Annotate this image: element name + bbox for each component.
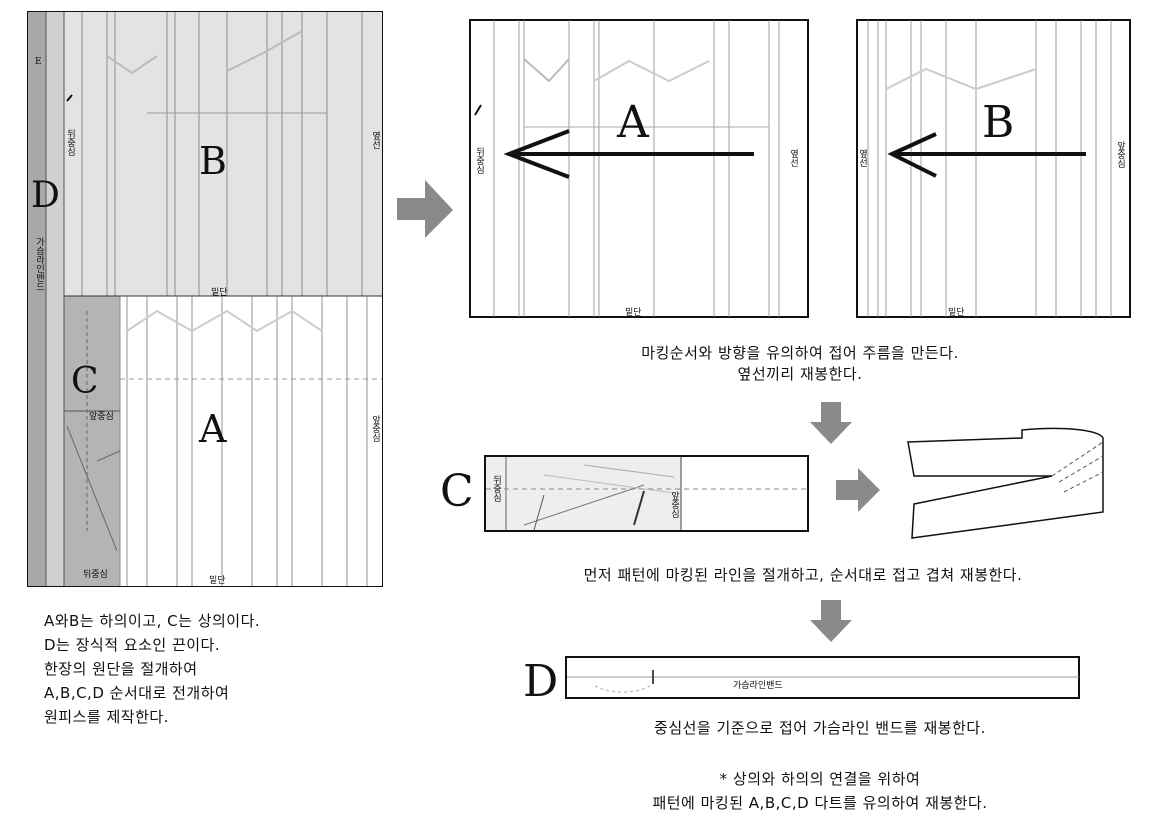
panel-a-left-label: 뒤중심 bbox=[474, 147, 484, 174]
arrow-right-small-icon bbox=[836, 468, 880, 512]
main-bust-band-label: 가슴라인밴드 bbox=[34, 237, 44, 291]
caption-step2: 먼저 패턴에 마킹된 라인을 절개하고, 순서대로 접고 겹쳐 재봉한다. bbox=[583, 566, 1023, 584]
main-pattern-drawing bbox=[27, 11, 383, 587]
panel-b-left-label: 옆선 bbox=[857, 149, 867, 167]
main-back-center-bottom: 뒤중심 bbox=[83, 570, 108, 580]
panel-b-right-label: 앞중심 bbox=[1115, 141, 1125, 168]
main-side-seam-label: 옆선 bbox=[370, 131, 380, 149]
note-line1: * 상의와 하의의 연결을 위하여 bbox=[719, 770, 921, 788]
panel-c-left-label: 뒤중심 bbox=[491, 475, 501, 502]
main-back-center-label: 뒤중심 bbox=[65, 129, 75, 156]
caption-step1-line1: 마킹순서와 방향을 유의하여 접어 주름을 만든다. bbox=[641, 344, 959, 362]
panel-a-letter: A bbox=[617, 97, 649, 148]
caption-left-line5: 원피스를 제작한다. bbox=[44, 708, 169, 726]
panel-d-letter: D bbox=[523, 656, 559, 707]
arrow-right-icon bbox=[397, 180, 453, 238]
main-label-B: B bbox=[199, 139, 227, 183]
caption-left-line3: 한장의 원단을 절개하여 bbox=[44, 660, 198, 678]
panel-a-right-label: 옆선 bbox=[788, 149, 798, 167]
main-label-E: E bbox=[35, 57, 42, 67]
main-hem-label-top: 밑단 bbox=[211, 288, 228, 298]
arrow-down-icon bbox=[810, 402, 852, 444]
caption-step1-line2: 옆선끼리 재봉한다. bbox=[737, 365, 863, 383]
panel-c-right-label: 앞중심 bbox=[669, 491, 679, 518]
panel-c: 뒤중심 앞중심 bbox=[484, 455, 809, 532]
panel-b: B 옆선 앞중심 밑단 bbox=[856, 19, 1131, 318]
panel-d-band-label: 가슴라인밴드 bbox=[733, 681, 783, 691]
arrow-down-icon-2 bbox=[810, 600, 852, 642]
caption-left-line4: A,B,C,D 순서대로 전개하여 bbox=[44, 684, 230, 702]
main-front-center-vertical: 앞중심 bbox=[370, 415, 380, 442]
main-pattern: B D C A E 뒤중심 옆선 가슴라인밴드 밑단 앞중심 앞중심 뒤중심 밑… bbox=[27, 11, 383, 587]
note-line2: 패턴에 마킹된 A,B,C,D 다트를 유의하여 재봉한다. bbox=[652, 794, 988, 812]
main-label-C: C bbox=[71, 361, 99, 402]
panel-a: A 뒤중심 옆선 밑단 bbox=[469, 19, 809, 318]
caption-step3: 중심선을 기준으로 접어 가슴라인 밴드를 재봉한다. bbox=[654, 719, 986, 737]
panel-d: 가슴라인밴드 bbox=[565, 656, 1080, 699]
panel-b-letter: B bbox=[982, 97, 1015, 148]
main-label-A: A bbox=[199, 407, 227, 451]
folded-band-illustration bbox=[907, 427, 1104, 539]
main-label-D: D bbox=[31, 175, 60, 216]
panel-b-hem: 밑단 bbox=[948, 308, 965, 318]
panel-c-letter: C bbox=[440, 466, 474, 517]
main-front-center-label: 앞중심 bbox=[89, 412, 114, 422]
main-hem-label-bottom: 밑단 bbox=[209, 576, 226, 586]
caption-left-line2: D는 장식적 요소인 끈이다. bbox=[44, 636, 221, 654]
caption-left-line1: A와B는 하의이고, C는 상의이다. bbox=[44, 612, 261, 630]
panel-a-hem: 밑단 bbox=[625, 308, 642, 318]
